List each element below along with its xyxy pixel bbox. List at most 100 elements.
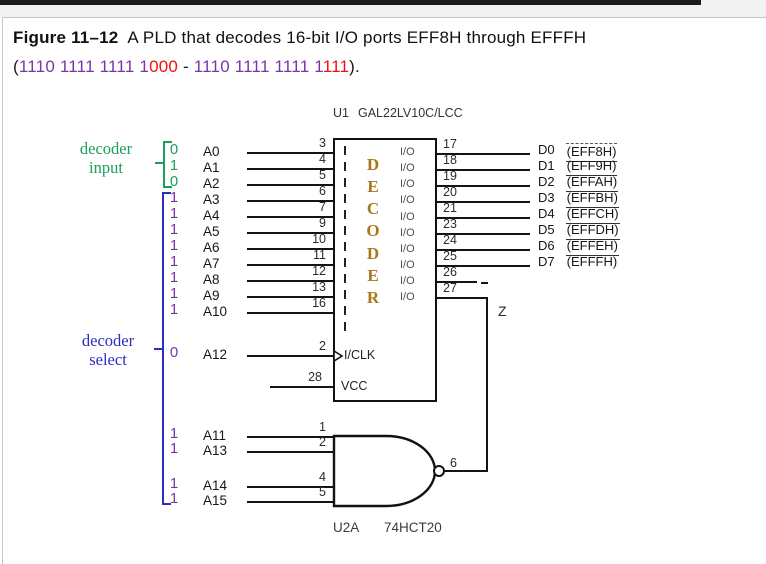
pin-number: 9 [319, 216, 326, 230]
wire [247, 280, 334, 282]
decoder-input-label-line1: decoder [79, 139, 133, 158]
port-address: (EFFAH) [565, 175, 619, 192]
wire [247, 168, 334, 170]
bit-value: 0 [169, 141, 179, 158]
port-address: (EFFFH) [566, 254, 618, 269]
wire [437, 169, 530, 171]
select-brace-tick [154, 348, 162, 350]
decoder-select-label: decoder select [64, 331, 152, 369]
pin-number: 4 [319, 152, 326, 166]
wire [247, 436, 334, 438]
bit-value: 1 [169, 157, 179, 174]
pin-number: 25 [443, 249, 457, 263]
pld-chip-body [333, 138, 437, 402]
signal-label: A5 [203, 224, 220, 239]
data-line-name: D4 [538, 206, 555, 221]
pld-refdes: U1 [333, 106, 349, 120]
io-pin-label: I/O [400, 178, 415, 191]
data-line-name: D0 [538, 142, 555, 157]
bit-value: 1 [169, 221, 179, 238]
decoder-letter: D [366, 155, 380, 174]
select-brace-top-arm [162, 192, 171, 194]
signal-label: A3 [203, 192, 220, 207]
signal-label: A13 [203, 443, 228, 458]
nand-refdes: U2A [333, 520, 360, 535]
nand-output-wire [444, 470, 488, 472]
clock-input-icon [333, 350, 344, 363]
input-brace [163, 141, 165, 188]
wire [247, 216, 334, 218]
wire [247, 200, 334, 202]
signal-label: A11 [203, 428, 227, 443]
figure-title: A PLD that decodes 16-bit I/O ports EFF8… [127, 28, 587, 47]
decoder-letter: E [367, 177, 379, 197]
decoder-letter: E [367, 265, 379, 285]
data-line-name: D3 [538, 190, 555, 205]
wire [247, 486, 334, 488]
wire [437, 265, 530, 267]
binary-segment: ). [349, 57, 360, 76]
port-address: (EFF8H) [565, 143, 618, 162]
bit-value: 1 [169, 490, 179, 507]
wire [437, 297, 488, 299]
wire [247, 501, 334, 503]
pin-number: 23 [443, 217, 457, 231]
wire [247, 264, 334, 266]
pin-number: 26 [443, 265, 457, 279]
port-address: (EFF9H) [565, 159, 618, 176]
figure-caption-line1: Figure 11–12 A PLD that decodes 16-bit I/… [13, 27, 586, 48]
select-brace-bottom-arm [162, 503, 171, 505]
io-pin-label: I/O [400, 291, 415, 304]
data-line-name: D1 [538, 158, 555, 173]
signal-label: A14 [203, 478, 228, 493]
port-address: (EFFEH) [565, 239, 619, 256]
select-brace [162, 192, 164, 505]
input-brace-top-arm [163, 141, 172, 143]
port-address: (EFFCH) [565, 207, 620, 224]
bit-value: 1 [169, 189, 179, 206]
pin-number: 12 [312, 264, 326, 278]
output-label: D5 (EFFDH) [538, 223, 620, 240]
pin-number: 2 [319, 435, 326, 449]
bit-value: 1 [169, 237, 179, 254]
pin-number: 21 [443, 201, 457, 215]
bit-value: 0 [169, 173, 179, 190]
wire [247, 152, 334, 154]
bit-value: 1 [169, 285, 179, 302]
io-pin-label: I/O [400, 194, 415, 207]
wire [247, 451, 334, 453]
io-pin-label: I/O [400, 275, 415, 288]
io-pin-label: I/O [400, 210, 415, 223]
binary-segment: 1110 1111 1111 1 [193, 57, 323, 76]
decoder-letter: C [366, 199, 380, 219]
signal-label: A9 [203, 288, 220, 303]
figure-number: Figure 11–12 [13, 28, 119, 47]
pin-number: 1 [319, 420, 326, 434]
wire [437, 153, 530, 155]
io-pin-label: I/O [400, 259, 415, 272]
wire [437, 185, 530, 187]
pin-number: 18 [443, 153, 457, 167]
output-label: D4 (EFFCH) [538, 207, 620, 224]
decoder-select-label-line2: select [89, 350, 127, 369]
bit-value: 1 [169, 253, 179, 270]
pld-chip-title: U1 GAL22LV10C/LCC [333, 106, 463, 120]
io-pin-label: I/O [400, 162, 415, 175]
pin-number: 7 [319, 200, 326, 214]
signal-label: A15 [203, 493, 228, 508]
pin-number: 16 [312, 296, 326, 310]
pin-number: 24 [443, 233, 457, 247]
decoder-select-label-line1: decoder [81, 331, 135, 350]
wire [247, 232, 334, 234]
input-brace-bottom-arm [163, 186, 172, 188]
wire [437, 201, 530, 203]
nc-dash [481, 282, 488, 284]
wire [247, 355, 334, 357]
wire [437, 249, 530, 251]
wire [437, 233, 530, 235]
pld-part-number: GAL22LV10C/LCC [357, 106, 463, 120]
signal-label: A2 [203, 176, 220, 191]
pin-number: 28 [308, 370, 322, 384]
pin-number: 5 [319, 168, 326, 182]
